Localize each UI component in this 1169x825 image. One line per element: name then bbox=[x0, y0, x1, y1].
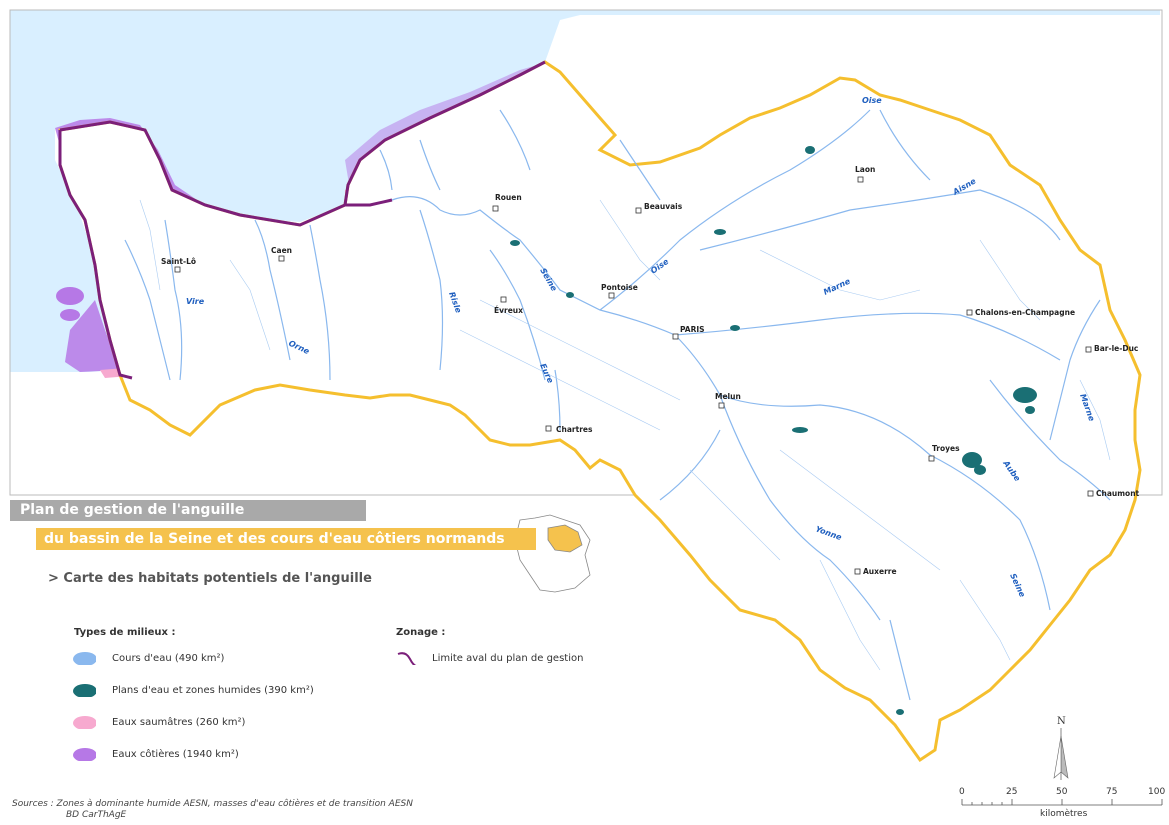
limite-aval-seine bbox=[345, 198, 393, 207]
legend-zonage-heading: Zonage : bbox=[396, 627, 446, 638]
title-line-1: Plan de gestion de l'anguille bbox=[10, 500, 366, 521]
city-label-bar-le-duc: Bar-le-Duc bbox=[1094, 344, 1138, 353]
map-frame bbox=[9, 9, 1163, 496]
city-label-chalons: Chalons-en-Champagne bbox=[975, 308, 1075, 317]
city-label-beauvais: Beauvais bbox=[644, 202, 683, 211]
legend-label-eaux-saumatres: Eaux saumâtres (260 km²) bbox=[112, 717, 246, 728]
city-label-pontoise: Pontoise bbox=[601, 283, 638, 292]
legend-label-limite-aval: Limite aval du plan de gestion bbox=[432, 653, 584, 664]
city-label-chartres: Chartres bbox=[556, 425, 593, 434]
city-marker-barleduc bbox=[1085, 346, 1092, 353]
city-marker-paris bbox=[672, 333, 679, 340]
city-label-chaumont: Chaumont bbox=[1096, 489, 1140, 498]
river-network bbox=[124, 109, 1111, 701]
river-network-dense bbox=[139, 199, 1111, 671]
legend-types-heading: Types de milieux : bbox=[74, 627, 176, 638]
cours-eau-swatch-icon bbox=[73, 652, 96, 665]
scale-unit: kilomètres bbox=[1040, 809, 1088, 819]
city-marker-auxerre bbox=[854, 568, 861, 575]
sources-note: Sources : Zones à dominante humide AESN,… bbox=[12, 799, 413, 821]
limite-aval-line-icon bbox=[397, 652, 417, 665]
wetlands bbox=[510, 146, 1037, 715]
scale-tick-0: 0 bbox=[959, 787, 965, 797]
city-marker-pontoise bbox=[608, 292, 615, 299]
city-label-saint-lo: Saint-Lô bbox=[161, 257, 196, 266]
eaux-cotieres-swatch-icon bbox=[73, 748, 96, 761]
scale-tick-100: 100 bbox=[1148, 787, 1166, 797]
scale-tick-25: 25 bbox=[1006, 787, 1018, 797]
limite-aval-west bbox=[58, 130, 133, 380]
river-label-vire: Vire bbox=[186, 297, 205, 306]
north-arrow-icon bbox=[1053, 728, 1069, 780]
sea bbox=[10, 10, 1160, 372]
city-marker-evreux bbox=[500, 296, 507, 303]
coastal-waters-islet-2 bbox=[60, 309, 80, 321]
map-subtitle: > Carte des habitats potentiels de l'ang… bbox=[48, 571, 372, 586]
city-marker-rouen bbox=[492, 205, 499, 212]
scale-bar bbox=[961, 799, 1163, 806]
city-marker-caen bbox=[278, 255, 285, 262]
city-marker-chalons bbox=[966, 309, 973, 316]
legend-label-cours-eau: Cours d'eau (490 km²) bbox=[112, 653, 225, 664]
sources-line-2: BD CarThAgE bbox=[66, 810, 127, 820]
scale-tick-50: 50 bbox=[1056, 787, 1068, 797]
city-label-troyes: Troyes bbox=[932, 444, 960, 453]
scale-tick-75: 75 bbox=[1106, 787, 1118, 797]
city-label-paris: PARIS bbox=[680, 325, 705, 334]
city-marker-laon bbox=[857, 176, 864, 183]
coastal-waters-west bbox=[65, 300, 120, 372]
coastal-waters bbox=[55, 118, 220, 212]
legend-label-eaux-cotieres: Eaux côtières (1940 km²) bbox=[112, 749, 239, 760]
city-label-rouen: Rouen bbox=[495, 193, 522, 202]
france-inset bbox=[514, 514, 591, 593]
eaux-saumatres-swatch-icon bbox=[73, 716, 96, 729]
limite-aval-line bbox=[59, 60, 546, 227]
city-marker-troyes bbox=[928, 455, 935, 462]
legend-label-plans-eau: Plans d'eau et zones humides (390 km²) bbox=[112, 685, 314, 696]
city-marker-chaumont bbox=[1087, 490, 1094, 497]
city-label-auxerre: Auxerre bbox=[863, 567, 897, 576]
river-label-oise-north: Oise bbox=[862, 96, 882, 105]
city-label-evreux: Évreux bbox=[494, 306, 523, 315]
plans-eau-swatch-icon bbox=[73, 684, 96, 697]
north-label: N bbox=[1057, 716, 1066, 727]
basin-area bbox=[58, 60, 1142, 763]
city-label-laon: Laon bbox=[855, 165, 875, 174]
city-marker-melun bbox=[718, 402, 725, 409]
city-markers bbox=[174, 176, 1094, 575]
city-label-melun: Melun bbox=[715, 392, 741, 401]
city-marker-beauvais bbox=[635, 207, 642, 214]
city-marker-chartres bbox=[545, 425, 552, 432]
sources-line-1: Sources : Zones à dominante humide AESN,… bbox=[12, 799, 413, 809]
coastal-waters-islet-1 bbox=[56, 287, 84, 305]
title-line-2: du bassin de la Seine et des cours d'eau… bbox=[36, 528, 536, 550]
city-label-caen: Caen bbox=[271, 246, 292, 255]
city-marker-saintlo bbox=[174, 266, 181, 273]
